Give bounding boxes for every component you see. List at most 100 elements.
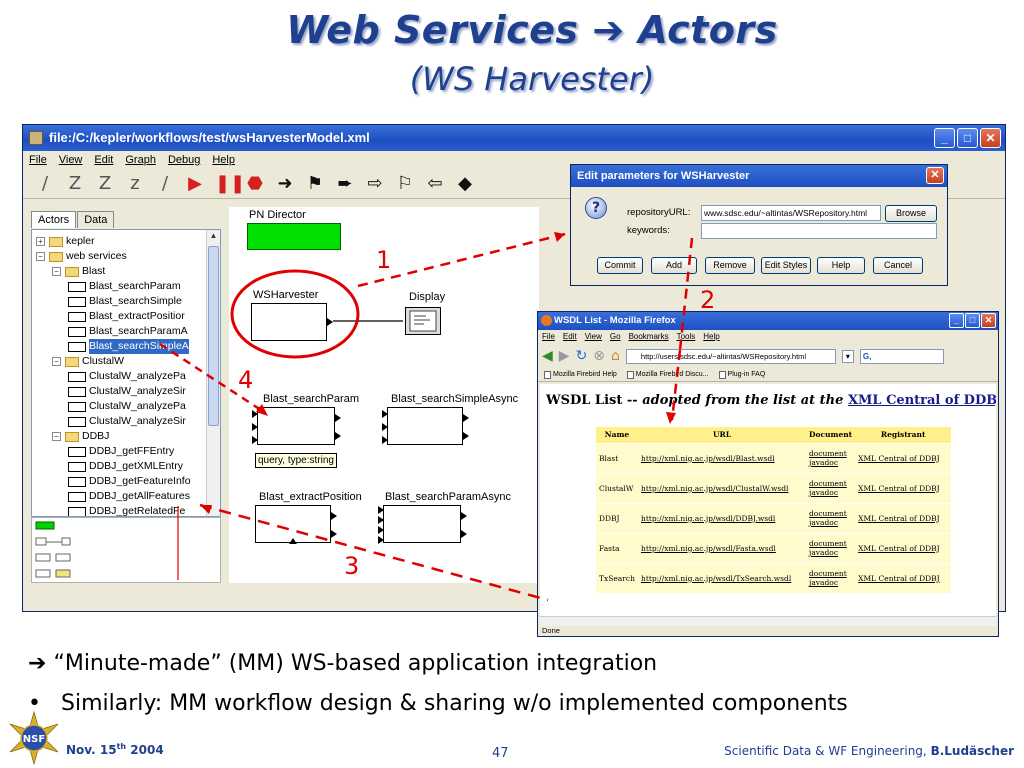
keywords-input[interactable] [701, 223, 937, 239]
tree-item[interactable]: ClustalW_analyzePa [68, 369, 186, 384]
javadoc-link[interactable]: javadoc [809, 548, 839, 557]
cell-registrant-link[interactable]: XML Central of DDBJ [858, 453, 940, 463]
pn-director[interactable] [247, 223, 341, 250]
diamond-icon[interactable]: ◆ [458, 173, 472, 194]
blast-search-simple-async-actor[interactable] [382, 407, 469, 445]
outline-arrow-icon[interactable]: ⇨ [367, 173, 383, 194]
dialog-close-button[interactable]: ✕ [926, 167, 944, 184]
minimize-button[interactable]: _ [934, 128, 955, 148]
ff-maximize-button[interactable]: □ [965, 313, 980, 328]
collapse-icon[interactable]: − [52, 267, 61, 276]
tree-folder[interactable]: −ClustalW [52, 354, 124, 369]
menu-edit[interactable]: Edit [94, 154, 114, 166]
bookmark-plugin-faq[interactable]: Plug-in FAQ [718, 368, 765, 381]
ff-horizontal-scrollbar[interactable] [540, 616, 996, 626]
menu-view[interactable]: View [58, 154, 83, 166]
stop-icon[interactable]: ⊗ [593, 348, 606, 364]
outline-arrow2-icon[interactable]: ⇦ [427, 173, 443, 194]
scroll-thumb[interactable] [208, 246, 219, 426]
expand-icon[interactable]: + [36, 237, 45, 246]
heading-link[interactable]: XML Central of DDBJ [847, 393, 996, 408]
display-actor[interactable] [405, 307, 441, 335]
add-button[interactable]: Add [651, 257, 697, 274]
document-link[interactable]: document [809, 479, 847, 488]
tree-scrollbar[interactable]: ▲ [206, 230, 220, 516]
browse-button[interactable]: Browse [885, 205, 937, 222]
cell-url-link[interactable]: http://xml.nig.ac.jp/wsdl/ClustalW.wsdl [641, 483, 789, 493]
arrow-right-icon[interactable]: ➜ [277, 173, 293, 194]
tree-item[interactable]: ClustalW_analyzePa [68, 399, 186, 414]
javadoc-link[interactable]: javadoc [809, 578, 839, 588]
edit-styles-button[interactable]: Edit Styles [761, 257, 811, 274]
run-icon[interactable]: ▶ [188, 173, 202, 194]
document-link[interactable]: document [809, 569, 847, 579]
menu-graph[interactable]: Graph [125, 154, 156, 166]
document-link[interactable]: document [809, 509, 847, 518]
tree-item[interactable]: Blast_searchParamA [68, 324, 188, 339]
tree-folder[interactable]: −Blast [52, 264, 105, 279]
maximize-button[interactable]: □ [957, 128, 978, 148]
home-icon[interactable]: ⌂ [611, 348, 620, 364]
cell-url-link[interactable]: http://xml.nig.ac.jp/wsdl/DDBJ.wsdl [641, 513, 776, 523]
commit-button[interactable]: Commit [597, 257, 643, 274]
back-icon[interactable]: ◀ [542, 348, 553, 364]
zoom-in-icon[interactable]: Z [68, 173, 82, 194]
close-button[interactable]: ✕ [980, 128, 1001, 148]
tree-item[interactable]: DDBJ_getFeatureInfo [68, 474, 191, 489]
document-link[interactable]: document [809, 449, 847, 458]
ff-menu-edit[interactable]: Edit [562, 332, 577, 341]
wsharvester-actor[interactable] [251, 303, 333, 341]
help-button[interactable]: Help [817, 257, 865, 274]
tree-folder[interactable]: −DDBJ [52, 429, 109, 444]
arrow-double-icon[interactable]: ➨ [337, 173, 353, 194]
tree-item[interactable]: DDBJ_getAllFeatures [68, 489, 190, 504]
cell-url-link[interactable]: http://xml.nig.ac.jp/wsdl/TxSearch.wsdl [641, 573, 792, 583]
reload-icon[interactable]: ↻ [575, 348, 588, 364]
cell-url-link[interactable]: http://xml.nig.ac.jp/wsdl/Fasta.wsdl [641, 543, 776, 553]
zoom-slash-icon[interactable]: / [161, 173, 169, 194]
collapse-icon[interactable]: − [36, 252, 45, 261]
ff-close-button[interactable]: ✕ [981, 313, 996, 328]
ff-menu-bookmarks[interactable]: Bookmarks [628, 332, 669, 341]
forward-icon[interactable]: ▶ [558, 348, 570, 364]
zoom-reset-icon[interactable]: / [41, 173, 49, 194]
tab-actors[interactable]: Actors [31, 211, 77, 228]
cell-url-link[interactable]: http://xml.nig.ac.jp/wsdl/Blast.wsdl [641, 453, 775, 463]
tree-item[interactable]: DDBJ_getRelatedFe [68, 504, 185, 516]
outline-flag-icon[interactable]: ⚐ [396, 173, 414, 194]
tree-item[interactable]: DDBJ_getXMLEntry [68, 459, 183, 474]
url-dropdown-icon[interactable]: ▾ [841, 349, 854, 363]
cell-registrant-link[interactable]: XML Central of DDBJ [858, 543, 940, 553]
javadoc-link[interactable]: javadoc [809, 458, 839, 467]
menu-debug[interactable]: Debug [167, 154, 201, 166]
dialog-titlebar[interactable]: Edit parameters for WSHarvester ✕ [571, 165, 947, 187]
cell-registrant-link[interactable]: XML Central of DDBJ [858, 483, 940, 493]
repository-url-input[interactable]: www.sdsc.edu/~altintas/WSRepository.html [701, 205, 881, 221]
ff-menu-file[interactable]: File [542, 332, 555, 341]
search-box[interactable]: G, [859, 348, 944, 364]
cancel-button[interactable]: Cancel [873, 257, 923, 274]
javadoc-link[interactable]: javadoc [809, 488, 839, 497]
firefox-titlebar[interactable]: WSDL List - Mozilla Firefox _ □ ✕ [538, 312, 998, 330]
document-link[interactable]: document [809, 539, 847, 548]
ff-menu-tools[interactable]: Tools [676, 332, 696, 341]
remove-button[interactable]: Remove [705, 257, 755, 274]
collapse-icon[interactable]: − [52, 357, 61, 366]
tree-item[interactable]: Blast_searchParam [68, 279, 181, 294]
tree-item[interactable]: Blast_searchSimpleA [68, 339, 189, 354]
tree-item[interactable]: ClustalW_analyzeSir [68, 414, 186, 429]
tree-item[interactable]: Blast_searchSimple [68, 294, 182, 309]
collapse-icon[interactable]: − [52, 432, 61, 441]
scroll-up-icon[interactable]: ▲ [209, 231, 218, 240]
ff-minimize-button[interactable]: _ [949, 313, 964, 328]
tab-data[interactable]: Data [77, 211, 115, 228]
zoom-fit-icon[interactable]: Z [98, 173, 112, 194]
menu-file[interactable]: File [29, 154, 47, 166]
zoom-out-icon[interactable]: z [130, 173, 140, 194]
tree-item[interactable]: Blast_extractPositior [68, 309, 185, 324]
tree-item[interactable]: ClustalW_analyzeSir [68, 384, 186, 399]
cell-registrant-link[interactable]: XML Central of DDBJ [858, 573, 940, 583]
ff-menu-view[interactable]: View [584, 332, 602, 341]
menu-help[interactable]: Help [212, 154, 235, 166]
